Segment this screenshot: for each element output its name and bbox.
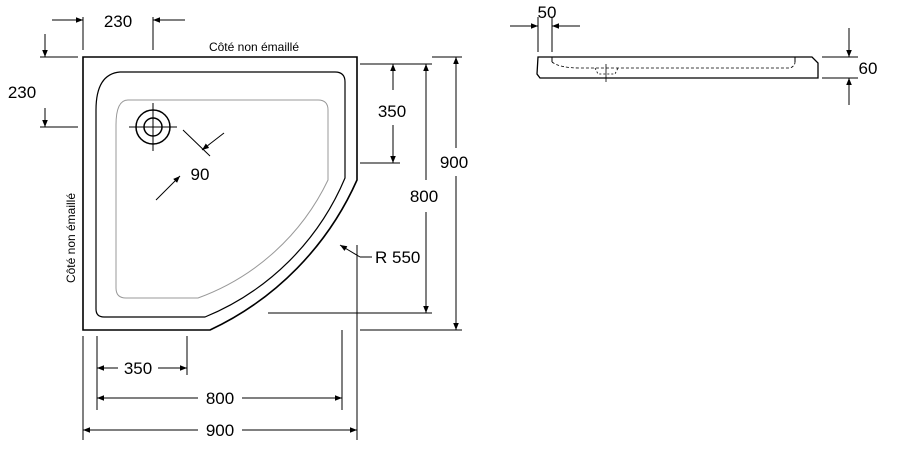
dim-outer-width: 900 — [206, 421, 234, 440]
dim-radius: R 550 — [375, 248, 420, 267]
dim-drain-offset-y: 230 — [8, 83, 36, 102]
tray-basin-contour — [115, 99, 329, 299]
top-edge-label: Côté non émaillé — [209, 40, 299, 54]
side-view: 50 60 — [510, 3, 877, 105]
dim-straight-edge-right: 350 — [378, 102, 406, 121]
left-edge-label: Côté non émaillé — [64, 193, 78, 283]
drain-hidden-line — [594, 67, 619, 75]
dim-inner-height: 800 — [410, 187, 438, 206]
drain-symbol — [129, 103, 177, 151]
tray-side-profile — [536, 56, 819, 79]
dim-rim-width: 50 — [538, 3, 557, 22]
dim-drain-offset-x: 230 — [104, 12, 132, 31]
dim-straight-edge-bottom: 350 — [124, 359, 152, 378]
dim-tray-height: 60 — [859, 59, 878, 78]
dim-outer-height: 900 — [440, 153, 468, 172]
basin-hidden-line — [551, 61, 796, 69]
top-view: Côté non émaillé Côté non émaillé 230 23… — [8, 12, 468, 440]
tray-outer-outline — [82, 56, 358, 331]
tray-inner-rim — [95, 71, 346, 318]
dim-drain-diameter: 90 — [191, 165, 210, 184]
dim-inner-width: 800 — [206, 389, 234, 408]
